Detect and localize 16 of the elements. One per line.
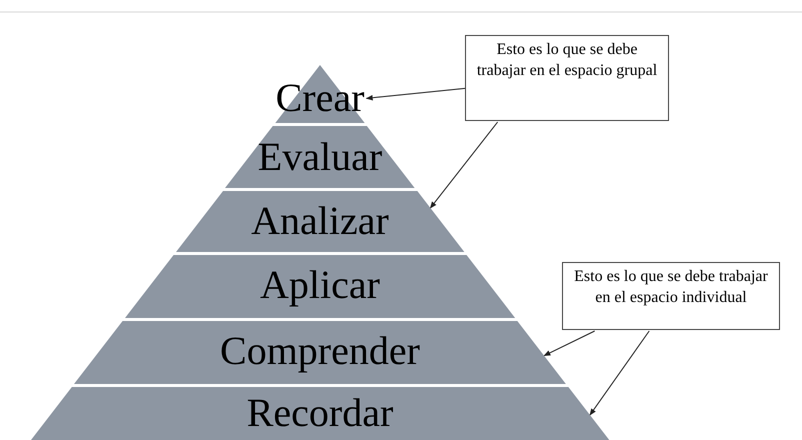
pyramid-level <box>30 387 610 440</box>
pyramid-level <box>176 191 464 252</box>
leader-arrow <box>543 330 596 356</box>
level-label: Recordar <box>246 391 394 435</box>
leader-arrow <box>430 122 498 209</box>
level-label: Aplicar <box>259 263 381 307</box>
callout-box: Esto es lo que se debe trabajar en el espacio grupal <box>465 35 669 121</box>
level-label: Comprender <box>219 329 421 373</box>
level-label: Evaluar <box>256 135 384 179</box>
leader-arrow <box>366 88 466 101</box>
callout-box: Esto es lo que se debe trabajar en el espacio individual <box>562 262 780 330</box>
level-label: Analizar <box>250 199 390 243</box>
leader-arrow <box>589 330 650 416</box>
pyramid-level <box>74 321 566 384</box>
pyramid-level <box>124 255 516 318</box>
pyramid-level <box>225 126 415 188</box>
